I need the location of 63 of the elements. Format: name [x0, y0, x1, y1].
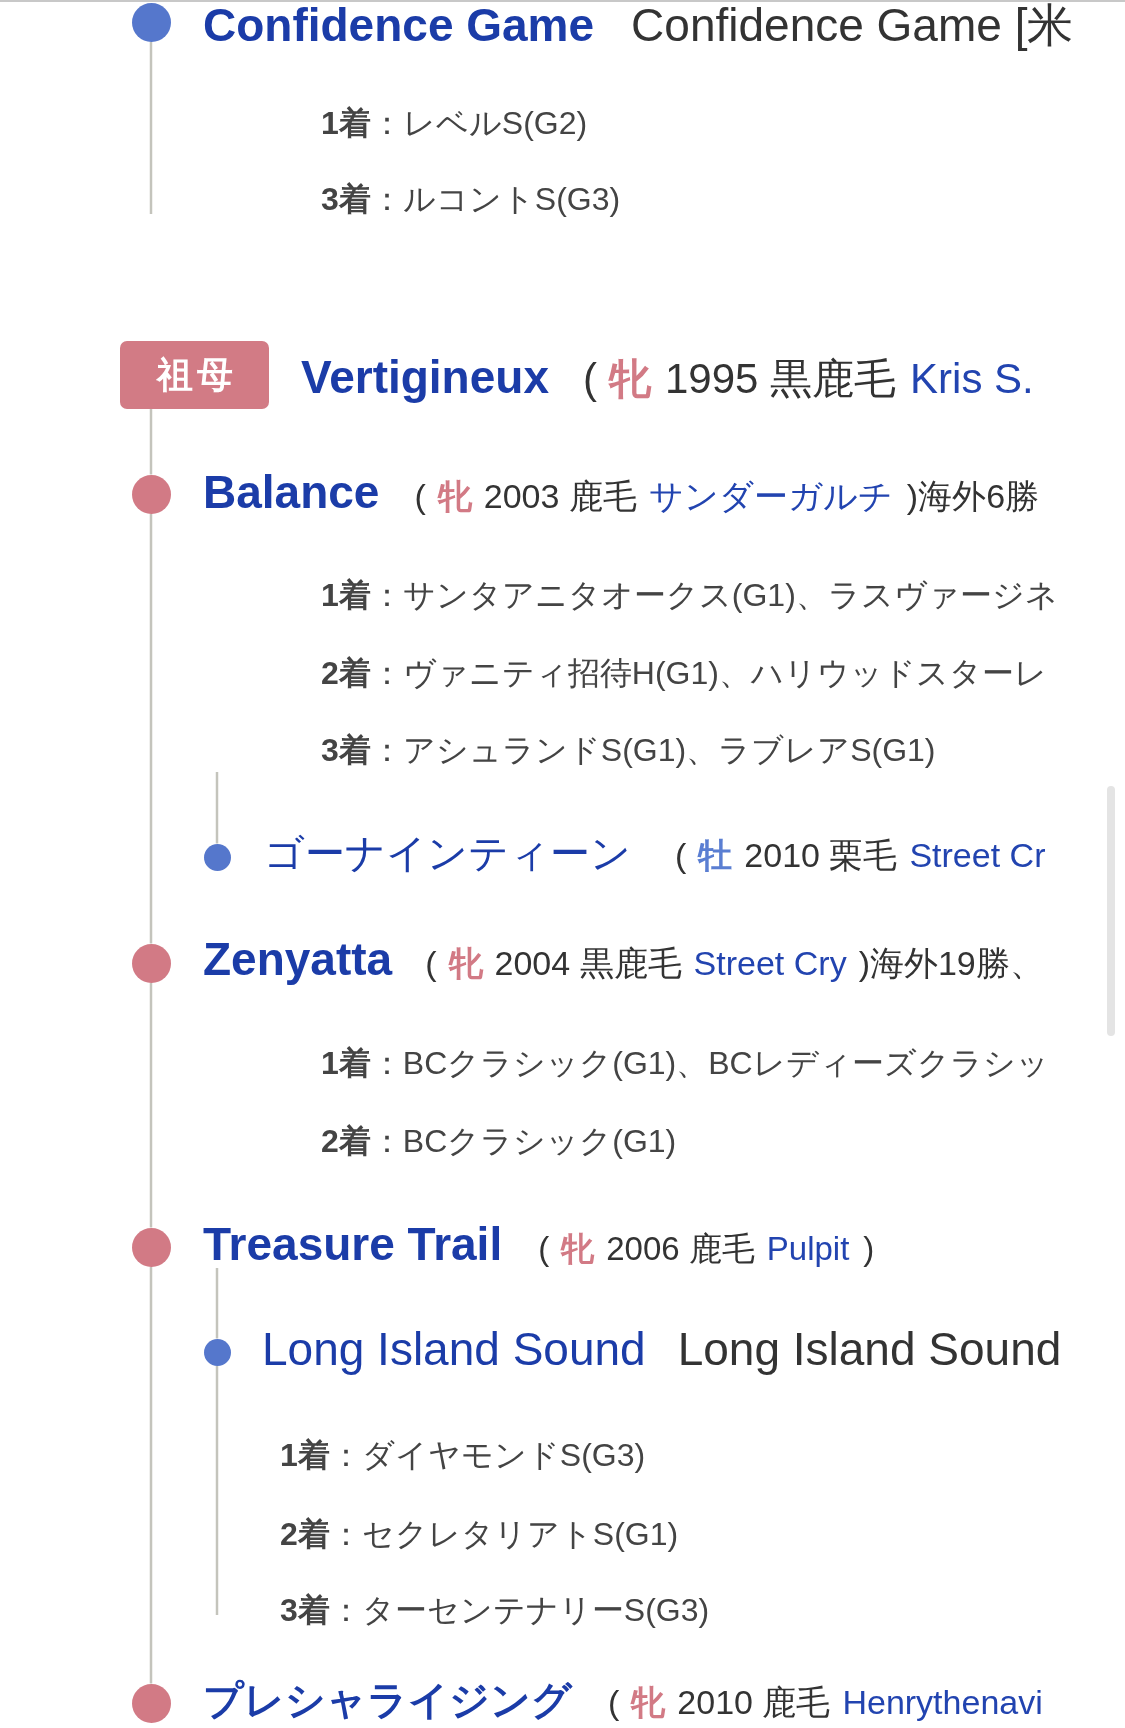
parenthesis: (: [425, 945, 437, 981]
birth-info: 2006 鹿毛: [606, 1231, 755, 1266]
birth-info: 2010 鹿毛: [677, 1684, 831, 1720]
race-result: 2着：セクレタリアトS(G1): [280, 1514, 679, 1554]
race-result: 1着：ダイヤモンドS(G3): [280, 1435, 646, 1475]
parenthesis: (: [582, 357, 597, 401]
sex-mark: 牡: [698, 837, 733, 873]
timeline-dot-icon: [131, 2, 171, 42]
race-result: 2着：ヴァニティ招待H(G1)、ハリウッドスターレ: [321, 653, 1047, 693]
timeline-line: [149, 41, 153, 214]
horse-name: Zenyatta: [203, 935, 393, 983]
parenthesis: (: [538, 1231, 550, 1266]
horse-name: Balance: [203, 468, 380, 516]
timeline-line: [149, 1266, 153, 1684]
sire-name-link: Street Cry: [693, 945, 847, 981]
race-result: 3着：ターセンテナリーS(G3): [280, 1590, 710, 1630]
race-result: 1着：サンタアニタオークス(G1)、ラスヴァージネ: [321, 575, 1058, 615]
birth-info: 2010 栗毛: [744, 837, 898, 873]
horse-name: Confidence Game: [203, 1, 595, 49]
horse-name: ゴーナインティーン: [264, 832, 631, 874]
horse-name: Treasure Trail: [203, 1220, 503, 1268]
sire-name-link: Pulpit: [766, 1231, 850, 1266]
timeline-dot-icon: [203, 1338, 231, 1366]
generation-badge: 祖母: [120, 341, 269, 409]
race-result: 1着：レベルS(G2): [321, 103, 588, 143]
race-record: ): [863, 1231, 875, 1266]
sire-name-link: Kris S.: [910, 357, 1034, 401]
timeline-dot-icon: [131, 474, 171, 514]
timeline-dot-icon: [203, 843, 231, 871]
timeline-dot-icon: [131, 943, 171, 983]
birth-info: 2003 鹿毛: [483, 478, 637, 514]
birth-info: 2004 黒鹿毛: [494, 945, 682, 981]
sire-name-link: Henrythenavi: [842, 1684, 1043, 1720]
timeline-line: [149, 982, 153, 1228]
sire-name-link: Street Cr: [909, 837, 1046, 873]
parenthesis: (: [675, 837, 687, 873]
timeline-line: [215, 1268, 219, 1339]
sire-name-link: サンダーガルチ: [648, 478, 893, 514]
sex-mark: 牝: [561, 1231, 595, 1266]
sex-mark: 牝: [437, 478, 472, 514]
race-result: 1着：BCクラシック(G1)、BCレディーズクラシッ: [321, 1043, 1049, 1083]
alias-name: Long Island Sound: [677, 1325, 1062, 1373]
parenthesis: (: [608, 1684, 620, 1720]
race-result: 3着：アシュランドS(G1)、ラブレアS(G1): [321, 730, 936, 770]
timeline-line: [215, 1365, 219, 1615]
race-result: 3着：ルコントS(G3): [321, 179, 621, 219]
horse-name: Vertigineux: [301, 353, 549, 401]
timeline-line: [149, 513, 153, 944]
race-record: )海外6勝: [906, 478, 1040, 514]
race-record: )海外19勝、: [858, 945, 1044, 981]
sex-mark: 牝: [631, 1684, 666, 1720]
sex-mark: 牝: [608, 357, 651, 401]
timeline-dot-icon: [131, 1683, 171, 1723]
parenthesis: (: [414, 478, 426, 514]
timeline-dot-icon: [131, 1227, 171, 1267]
horse-name: プレシャライジング: [203, 1679, 572, 1721]
birth-info: 1995 黒鹿毛: [664, 357, 897, 401]
alias-name: Confidence Game [米: [631, 1, 1074, 49]
race-result: 2着：BCクラシック(G1): [321, 1121, 677, 1161]
timeline-line: [149, 409, 153, 475]
horse-name: Long Island Sound: [262, 1325, 646, 1373]
sex-mark: 牝: [448, 945, 483, 981]
timeline-line: [215, 772, 219, 844]
